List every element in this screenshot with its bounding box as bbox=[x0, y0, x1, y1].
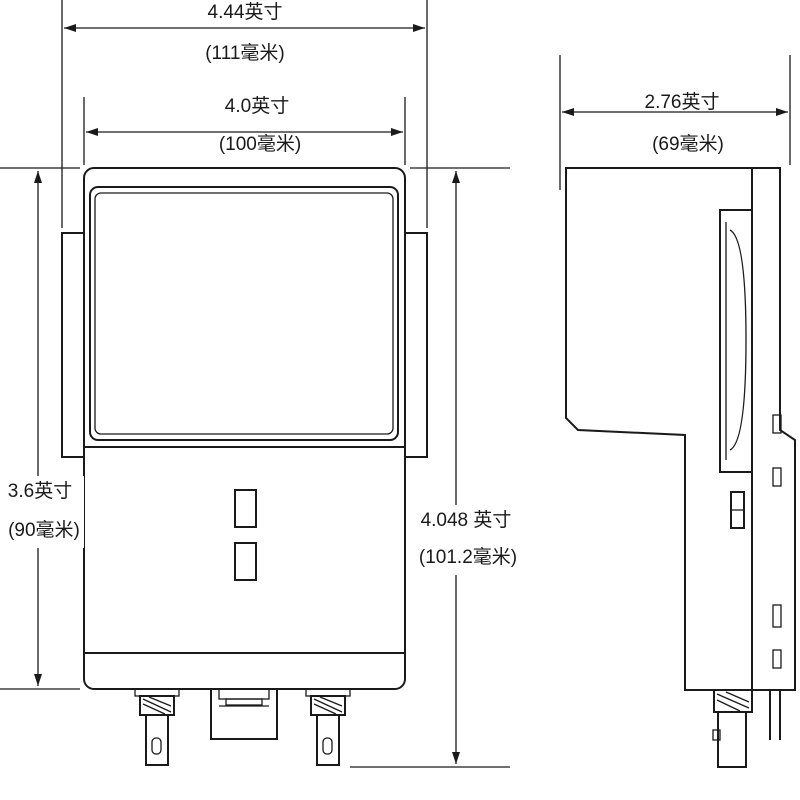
label-body-height-mm: (90毫米) bbox=[8, 519, 80, 541]
label-outer-width-mm: (111毫米) bbox=[205, 42, 285, 64]
side-rear-panel bbox=[752, 167, 796, 691]
left-bnc-connector bbox=[134, 688, 180, 766]
display-window-outer bbox=[89, 186, 399, 441]
side-display-lens bbox=[729, 229, 747, 451]
right-bnc-connector bbox=[305, 688, 351, 766]
side-body-outline bbox=[565, 167, 753, 691]
indicator-square-bottom bbox=[234, 542, 257, 581]
dimension-labels: 4.44英寸 (111毫米) 4.0英寸 (100毫米) 2.76英寸 (69毫… bbox=[7, 1, 724, 568]
center-latch bbox=[210, 688, 278, 740]
housing-outline bbox=[83, 167, 406, 690]
side-bnc-connector bbox=[712, 689, 781, 768]
side-display-bezel bbox=[719, 209, 753, 473]
front-view bbox=[61, 167, 428, 766]
label-inner-width-inch: 4.0英寸 bbox=[225, 95, 289, 117]
right-flange bbox=[404, 232, 428, 458]
dimension-lines bbox=[0, 0, 791, 768]
label-total-height-mm: (101.2毫米) bbox=[419, 546, 517, 568]
side-view bbox=[565, 167, 796, 768]
indicator-square-top bbox=[234, 489, 257, 528]
label-outer-width-inch: 4.44英寸 bbox=[208, 1, 283, 23]
left-flange bbox=[61, 232, 85, 458]
label-side-depth-mm: (69毫米) bbox=[652, 133, 724, 155]
label-inner-width-mm: (100毫米) bbox=[219, 133, 301, 155]
label-total-height-inch: 4.048 英寸 bbox=[421, 509, 512, 531]
display-window-inner bbox=[94, 192, 394, 435]
label-body-height-inch: 3.6英寸 bbox=[8, 480, 72, 502]
label-side-depth-inch: 2.76英寸 bbox=[645, 91, 720, 113]
